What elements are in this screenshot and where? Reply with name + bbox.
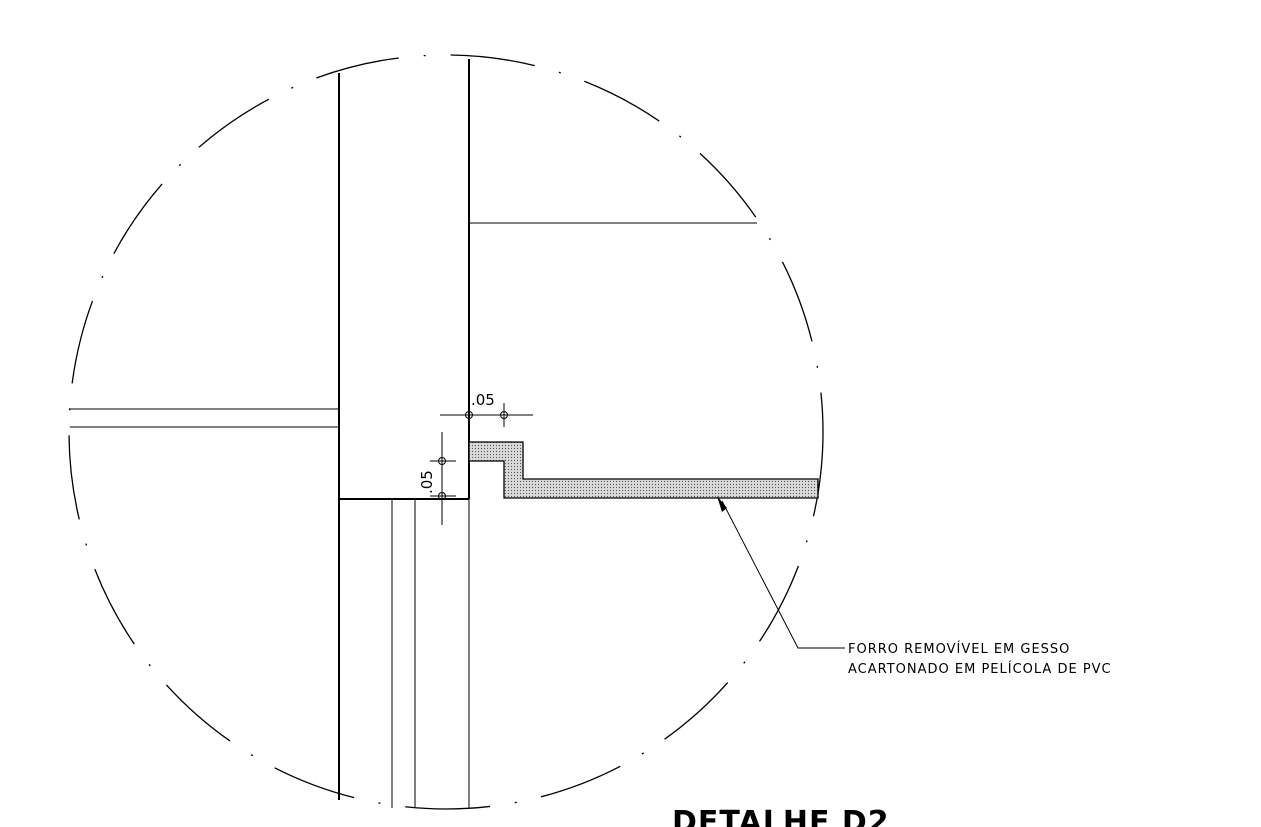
note-line-1: FORRO REMOVÍVEL EM GESSO [848, 641, 1070, 657]
note-line-2: ACARTONADO EM PELÍCOLA DE PVC [848, 661, 1112, 677]
note-leader-line [721, 500, 845, 649]
detail-title: DETALHE D2 [672, 805, 890, 827]
horizontal-dimension-label: .05 [471, 391, 495, 409]
vertical-dimension-label: .05 [418, 470, 436, 494]
drywall-ceiling-profile [468, 441, 819, 499]
vertical-dimension [430, 432, 456, 525]
horizontal-dimension [440, 403, 533, 427]
leader-arrowhead [717, 496, 727, 512]
detail-boundary-circle [68, 54, 824, 810]
